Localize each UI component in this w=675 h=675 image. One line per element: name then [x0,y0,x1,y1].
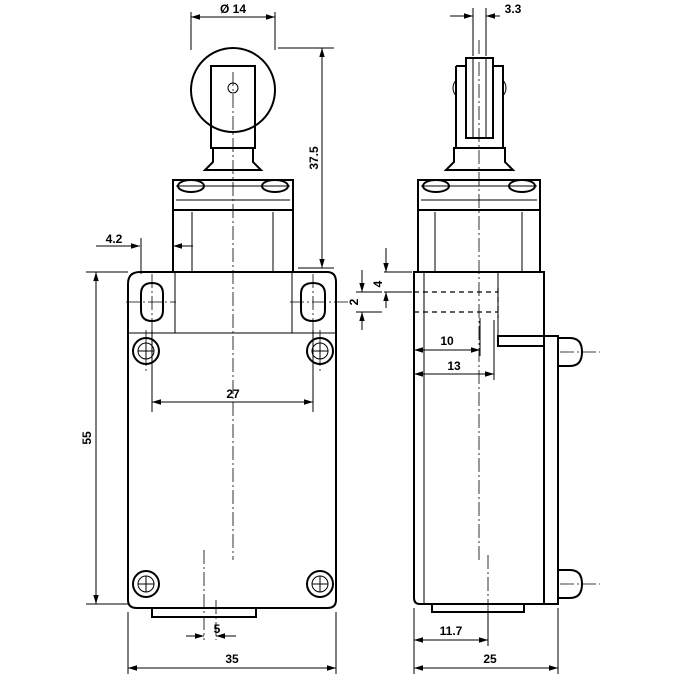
switch-body [127,271,337,609]
mount-slot-right [300,281,326,323]
dim-cover-offset: 11.7 [440,624,463,638]
dim-slot-top: 4 [371,280,385,287]
dim-body-height: 55 [80,431,94,445]
screw-bottom-left [132,570,160,598]
mount-slot-left [140,281,164,323]
side-cover [544,335,559,605]
side-body [413,271,545,605]
roller-wheel [190,47,276,133]
dim-actuator-height: 37.5 [307,146,321,170]
dim-body-width: 35 [225,652,239,666]
dim-roller-width: 3.3 [505,2,522,16]
side-cover-lip [497,335,545,347]
side-neck [443,147,516,171]
dim-slot-height: 2 [347,298,361,305]
front-view [126,47,348,640]
dim-bottom-slot: 5 [214,622,221,636]
head-body [172,209,294,273]
side-dimensions: 3.3 4 2 10 13 11.7 25 [347,2,559,674]
dim-slot-offset: 4.2 [106,232,123,246]
front-dimensions: Ø 14 37.5 4.2 27 55 5 35 [80,2,337,674]
side-actuator [455,65,504,149]
actuator-neck [202,147,264,171]
head-screw-right [261,179,289,193]
dim-roller-diameter: Ø 14 [220,2,246,16]
side-roller [465,57,494,139]
side-bottom-tab [431,604,525,613]
dim-mount-spacing: 27 [226,387,240,401]
dim-lever-b: 13 [447,359,461,373]
head-screw-left [177,179,205,193]
dim-lever-a: 10 [440,334,454,348]
side-view [413,40,600,640]
screw-bottom-right [306,570,334,598]
dim-body-depth: 25 [483,652,497,666]
actuator-arm [210,65,256,149]
